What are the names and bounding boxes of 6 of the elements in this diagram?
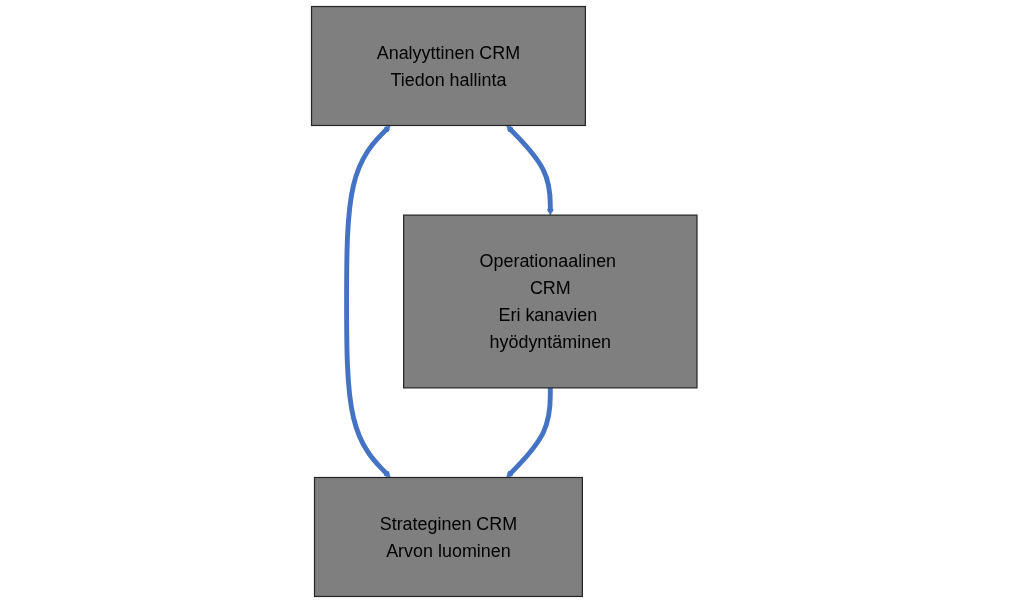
node-box: Analyyttinen CRM Tiedon hallinta bbox=[311, 5, 587, 127]
arrow bbox=[506, 387, 553, 478]
arrow bbox=[506, 125, 555, 216]
node-box: Strateginen CRM Arvon luominen bbox=[314, 476, 584, 598]
node-box: Operationaalinen CRM Eri kanavien hyödyntäminen bbox=[403, 214, 698, 389]
arrow bbox=[344, 125, 391, 478]
